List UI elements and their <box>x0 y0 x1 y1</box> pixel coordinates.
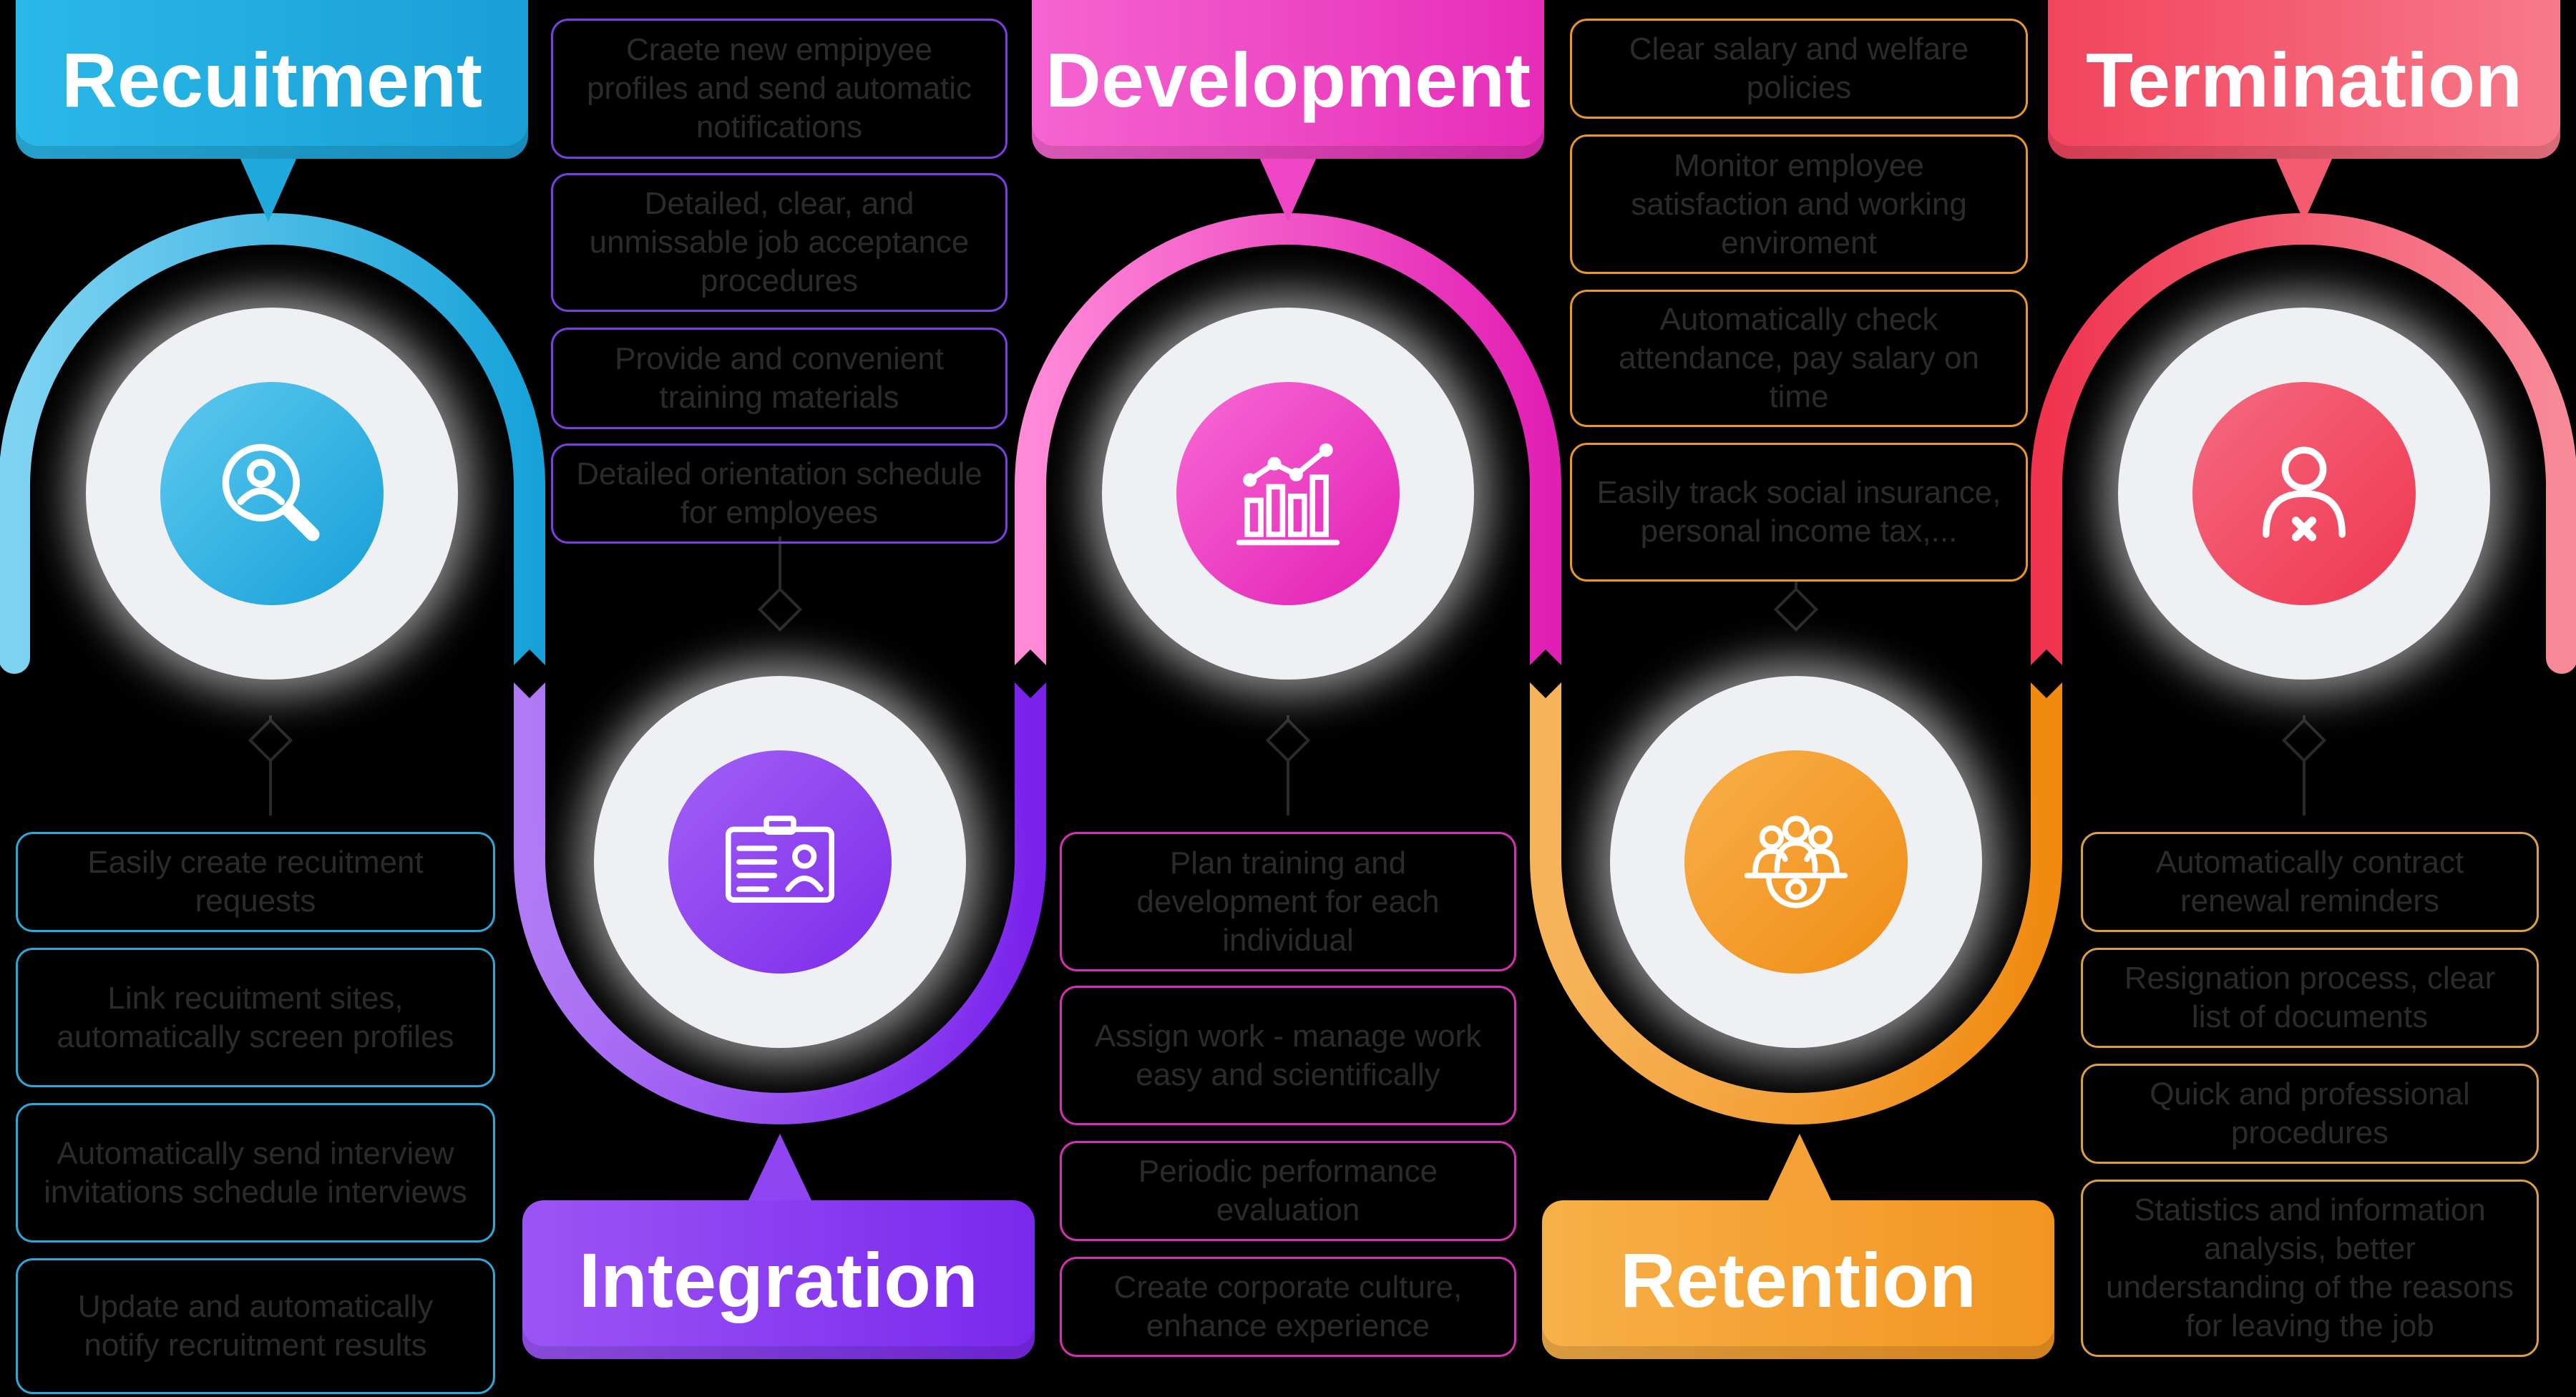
termination-item: Resignation process, clear list of docum… <box>2081 948 2539 1048</box>
termination-circle <box>2118 308 2490 680</box>
retention-item: Easily track social insurance, personal … <box>1570 443 2028 582</box>
termination-item: Automatically contract renewal reminders <box>2081 832 2539 932</box>
integration-arc <box>514 676 1046 1124</box>
recruitment-circle <box>86 308 458 680</box>
development-arc <box>1015 213 1561 672</box>
search-user-icon <box>160 382 384 605</box>
termination-arc <box>2031 213 2576 688</box>
integration-item: Detailed, clear, and unmissable job acce… <box>551 173 1008 312</box>
termination-item: Quick and professional procedures <box>2081 1064 2539 1164</box>
integration-item: Detailed orientation schedule for employ… <box>551 443 1008 544</box>
integration-tab: Integration <box>522 1200 1035 1359</box>
integration-item: Craete new empipyee profiles and send au… <box>551 19 1008 159</box>
recruitment-arc <box>0 213 545 688</box>
growth-chart-icon <box>1176 382 1400 605</box>
retention-item: Automatically check attendance, pay sala… <box>1570 290 2028 427</box>
integration-item: Provide and convenient training material… <box>551 328 1008 429</box>
development-item: Assign work - manage work easy and scien… <box>1060 986 1516 1125</box>
development-item: Create corporate culture, enhance experi… <box>1060 1257 1516 1357</box>
retention-circle <box>1610 676 1982 1048</box>
id-card-icon <box>668 750 892 974</box>
retention-tab: Retention <box>1542 1200 2054 1359</box>
retention-item: Monitor employee satisfaction and workin… <box>1570 134 2028 274</box>
retention-arc <box>1530 676 2062 1124</box>
recruitment-item: Easily create recuitment requests <box>16 832 495 932</box>
development-item: Periodic performance evaluation <box>1060 1141 1516 1241</box>
recruitment-item: Automatically send interview invitations… <box>16 1103 495 1242</box>
recruitment-item: Update and automatically notify recruitm… <box>16 1258 495 1394</box>
remove-user-icon <box>2192 382 2416 605</box>
integration-circle <box>594 676 966 1048</box>
development-tab: Development <box>1032 0 1544 159</box>
retention-item: Clear salary and welfare policies <box>1570 19 2028 119</box>
team-gear-icon <box>1684 750 1908 974</box>
recruitment-item: Link recuitment sites, automatically scr… <box>16 948 495 1087</box>
termination-item: Statistics and information analysis, bet… <box>2081 1180 2539 1357</box>
development-item: Plan training and development for each i… <box>1060 832 1516 971</box>
termination-tab: Termination <box>2048 0 2560 159</box>
development-circle <box>1102 308 1474 680</box>
recruitment-tab: Recuitment <box>16 0 528 159</box>
